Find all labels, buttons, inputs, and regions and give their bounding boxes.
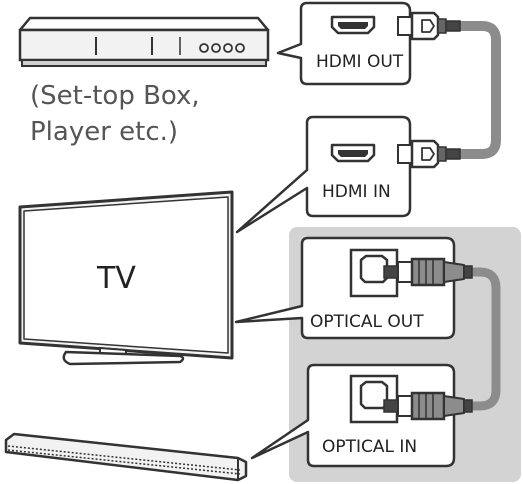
hdmi-cable [453, 21, 501, 159]
hdmi-out-callout [276, 1, 412, 86]
optical-out-plug [383, 257, 473, 287]
hdmi-in-port-icon [330, 143, 376, 163]
hdmi-in-label: HDMI IN [322, 182, 391, 202]
hdmi-out-port-icon [330, 15, 376, 35]
hdmi-in-callout [235, 115, 412, 234]
optical-out-label: OPTICAL OUT [310, 312, 424, 332]
tv-illustration [18, 190, 234, 366]
optical-cable [465, 267, 501, 411]
optical-in-label: OPTICAL IN [322, 437, 417, 457]
hdmi-out-plug [397, 11, 461, 41]
soundbar-illustration [4, 432, 248, 482]
set-top-box-caption-line2: Player etc.) [30, 117, 178, 147]
tv-label: TV [96, 261, 136, 296]
hdmi-out-label: HDMI OUT [316, 52, 404, 72]
set-top-box-caption-line1: (Set-top Box, [30, 81, 200, 111]
optical-in-plug [383, 391, 473, 421]
hdmi-in-plug [397, 139, 461, 169]
set-top-box-illustration [18, 16, 270, 67]
optical-in-port-icon [349, 374, 399, 424]
